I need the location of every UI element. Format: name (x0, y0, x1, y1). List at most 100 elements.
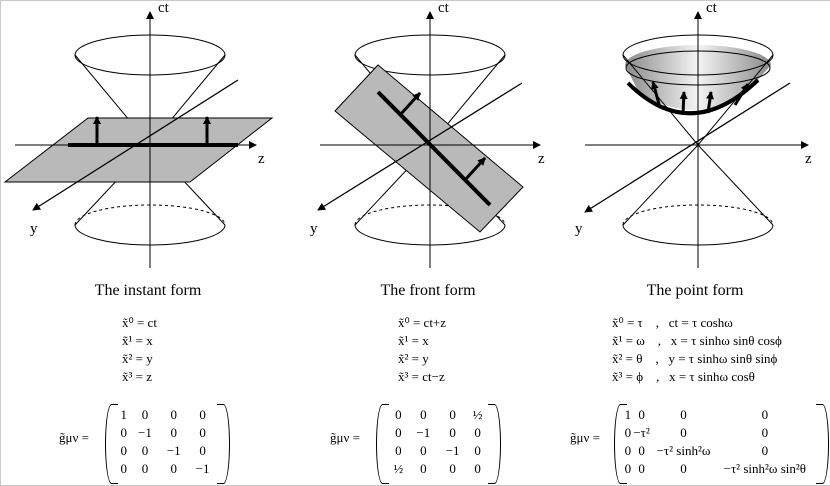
left-paren (614, 404, 627, 484)
y-axis-label: y (575, 221, 583, 237)
equation: x̃⁰ = ct (122, 315, 157, 330)
matrix-cell: 0 (680, 461, 687, 476)
equation: x̃³ = z (122, 369, 152, 384)
normal-arrow (398, 91, 422, 117)
equation: x̃³ = ct−z (398, 369, 445, 384)
normal-arrow (679, 91, 688, 115)
matrix-cell: 0 (141, 407, 149, 422)
matrix-cell: 0 (395, 407, 402, 422)
matrix-cell: 0 (761, 407, 769, 422)
matrix-cell: −1 (138, 425, 152, 440)
point-form-diagram: ct z y (575, 0, 812, 268)
coordinate-equations: x̃⁰ = τ , ct = τ coshω x̃¹ = ω , x = τ s… (612, 314, 782, 386)
normal-arrow (733, 83, 750, 106)
matrix-cell: 0 (638, 407, 645, 422)
panel-title: The point form (646, 282, 744, 299)
front-form-panel: The front form x̃⁰ = ct+z x̃¹ = x x̃² = … (290, 0, 566, 485)
y-axis (317, 82, 523, 211)
matrix-cell: 0 (474, 461, 481, 476)
matrix-cell: −τ² sinh²ω sin²θ (723, 461, 806, 476)
ct-axis-label: ct (706, 0, 718, 16)
matrix-cell: 0 (170, 425, 178, 440)
matrix-cell: 0 (761, 443, 769, 458)
y-axis-label: y (310, 221, 318, 237)
right-paren (816, 404, 829, 484)
coordinate-equations: x̃⁰ = ct x̃¹ = x x̃² = y x̃³ = z (122, 314, 157, 386)
matrix-cell: 0 (395, 425, 402, 440)
equation: x̃² = y (398, 351, 429, 366)
right-paren (217, 404, 230, 484)
y-axis-label: y (30, 221, 38, 237)
y-axis (584, 82, 791, 213)
matrix-cell: 0 (638, 461, 645, 476)
matrix-cell: 0 (120, 425, 128, 440)
matrix-cell: −1 (445, 443, 460, 458)
matrix-cell: 0 (449, 461, 456, 476)
matrix-cell: 0 (120, 443, 128, 458)
metric-lhs: g̃μν = (59, 430, 89, 445)
matrix-cell: 0 (170, 461, 178, 476)
instant-form-panel: The instant form x̃⁰ = ct x̃¹ = x x̃² = … (10, 0, 286, 485)
matrix-cell: 0 (761, 425, 769, 440)
matrix-cell: 0 (680, 407, 687, 422)
y-axis (32, 79, 239, 211)
instant-hyperplane (3, 117, 274, 183)
matrix-cell: 0 (474, 443, 481, 458)
equation: x̃³ = ϕ , x = τ sinhω cosθ (612, 369, 755, 384)
matrix-cell: 0 (638, 443, 645, 458)
matrix-cell: 0 (141, 443, 149, 458)
matrix-cell: −τ² (633, 425, 650, 440)
matrix-cell: −1 (195, 461, 210, 476)
matrix-cell: 0 (474, 425, 481, 440)
ct-axis-label: ct (158, 0, 170, 16)
equation: x̃¹ = x (122, 333, 153, 348)
light-cone-diagrams: ct z y ct z y (3, 0, 812, 268)
equation: x̃² = θ , y = τ sinhω sinθ sinϕ (612, 351, 778, 366)
z-axis-label: z (538, 151, 545, 167)
equation: x̃¹ = x (398, 333, 429, 348)
right-paren (488, 404, 501, 484)
matrix-cell: 0 (420, 443, 427, 458)
matrix-cell: 0 (199, 407, 206, 422)
ct-axis-label: ct (438, 0, 450, 16)
matrix-cell: 0 (449, 407, 456, 422)
matrix-cell: 0 (624, 461, 632, 476)
matrix-cell: 0 (395, 443, 402, 458)
metric-lhs: g̃μν = (330, 430, 360, 445)
point-form-panel: The point form x̃⁰ = τ , ct = τ coshω x̃… (560, 0, 830, 485)
equation: x̃⁰ = ct+z (398, 315, 447, 330)
matrix-cell: 1 (624, 407, 632, 422)
matrix-cell: 0 (449, 425, 456, 440)
matrix-cell: 0 (680, 425, 687, 440)
left-paren (376, 404, 389, 484)
matrix-cell: −τ² sinh²ω (656, 443, 711, 458)
matrix-cell: 0 (199, 443, 206, 458)
equation: x̃⁰ = τ , ct = τ coshω (612, 315, 733, 330)
matrix-cell: −1 (166, 443, 181, 458)
z-axis-label: z (805, 151, 812, 167)
matrix-cell: 0 (624, 443, 632, 458)
normal-arrow (706, 91, 714, 114)
matrix-cell: −1 (416, 425, 431, 440)
coordinate-equations: x̃⁰ = ct+z x̃¹ = x x̃² = y x̃³ = ct−z (398, 314, 446, 386)
matrix-cell: ½ (393, 461, 404, 476)
matrix-cell: 0 (120, 461, 128, 476)
normal-arrow (650, 81, 662, 109)
instant-form-diagram: ct z y (3, 0, 274, 268)
matrix-cell: 0 (420, 461, 427, 476)
normal-arrow (463, 156, 487, 182)
panel-title: The instant form (94, 282, 202, 299)
panel-title: The front form (380, 282, 476, 299)
matrix-cell: 0 (199, 425, 206, 440)
matrix-cell: 0 (420, 407, 427, 422)
metric-matrix: 0 0 0 ½ 0 −1 0 0 0 0 −1 0 ½ 0 0 0 (388, 406, 488, 478)
matrix-cell: ½ (472, 407, 483, 422)
matrix-cell: 0 (170, 407, 178, 422)
front-form-diagram: ct z y (310, 0, 545, 268)
equation: x̃² = y (122, 351, 153, 366)
matrix-cell: 1 (120, 407, 128, 422)
left-paren (105, 404, 118, 484)
